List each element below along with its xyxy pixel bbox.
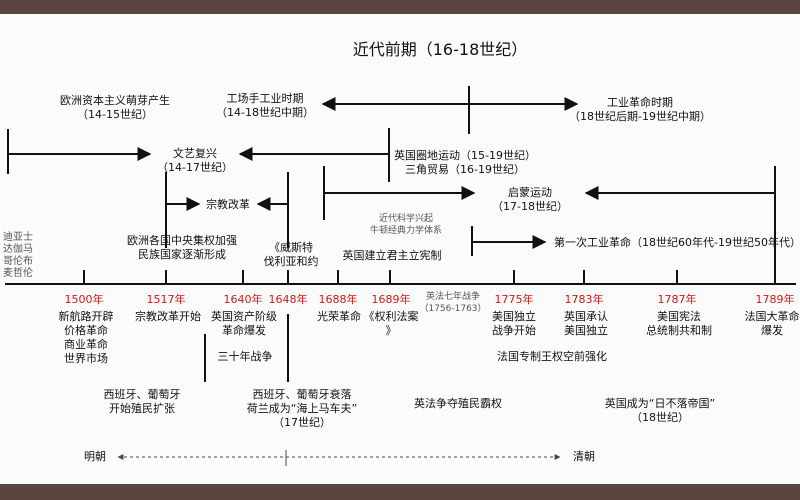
explorer-magellan: 麦哲伦 bbox=[3, 268, 33, 279]
industrial-period-label: 工业革命时期 bbox=[607, 96, 673, 109]
manual-workshop-label: 工场手工业时期 bbox=[226, 92, 304, 105]
enlightenment-range: （17-18世纪） bbox=[492, 200, 568, 213]
year-1500: 1500年 bbox=[64, 293, 104, 306]
reformation-label: 宗教改革 bbox=[206, 198, 250, 211]
event-world-market: 世界市场 bbox=[64, 352, 108, 365]
renaissance-range: （14-17世纪） bbox=[157, 161, 233, 174]
renaissance-label: 文艺复兴 bbox=[173, 147, 217, 160]
event-britain-recognizes-2: 美国独立 bbox=[564, 324, 608, 337]
year-1688: 1688年 bbox=[318, 293, 358, 306]
explorer-columbus: 哥伦布 bbox=[3, 256, 33, 267]
industrial-period-range: （18世纪后期-19世纪中期） bbox=[569, 110, 711, 123]
westphalia-line-1: 《威斯特 bbox=[269, 241, 313, 254]
centralization-line-2: 民族国家逐渐形成 bbox=[138, 248, 226, 261]
first-industrial-rev-label: 第一次工业革命（18世纪60年代-19世纪50年代） bbox=[554, 236, 800, 249]
event-english-revolution-1: 英国资产阶级 bbox=[211, 310, 277, 323]
capitalism-sprouts-label: 欧洲资本主义萌芽产生 bbox=[60, 94, 170, 107]
year-1640: 1640年 bbox=[223, 293, 263, 306]
event-bill-of-rights-close: 》 bbox=[385, 324, 397, 337]
french-absolutism-label: 法国专制王权空前强化 bbox=[497, 350, 607, 363]
event-us-independence-war-2: 战争开始 bbox=[492, 324, 536, 337]
event-us-constitution-2: 总统制共和制 bbox=[646, 324, 712, 337]
explorer-dias: 迪亚士 bbox=[3, 232, 33, 243]
thirty-years-war-label: 三十年战争 bbox=[217, 350, 273, 363]
spain-portugal-decline-1: 西班牙、葡萄牙衰落 bbox=[252, 388, 352, 401]
spain-portugal-decline-2: 荷兰成为“海上马车夫” bbox=[246, 402, 358, 415]
year-1775: 1775年 bbox=[494, 293, 534, 306]
event-reformation-start: 宗教改革开始 bbox=[135, 310, 201, 323]
year-1787: 1787年 bbox=[657, 293, 697, 306]
spain-portugal-expand-1: 西班牙、葡萄牙 bbox=[103, 388, 181, 401]
spain-portugal-decline-3: （17世纪） bbox=[273, 416, 331, 429]
british-empire-label: 英国成为“日不落帝国” bbox=[604, 397, 716, 410]
enclosure-label: 英国圈地运动（15-19世纪） bbox=[394, 149, 536, 162]
centralization-line-1: 欧洲各国中央集权加强 bbox=[127, 234, 237, 247]
event-commercial-revolution: 商业革命 bbox=[64, 338, 108, 351]
event-us-independence-war-1: 美国独立 bbox=[492, 310, 536, 323]
british-empire-range: （18世纪） bbox=[631, 411, 689, 424]
explorer-da-gama: 达伽马 bbox=[3, 244, 33, 255]
manual-workshop-range: （14-18世纪中期） bbox=[216, 106, 314, 119]
event-us-constitution-1: 美国宪法 bbox=[657, 310, 701, 323]
event-english-revolution-2: 革命爆发 bbox=[222, 324, 266, 337]
science-line-1: 近代科学兴起 bbox=[378, 214, 434, 224]
triangular-trade-label: 三角贸易（16-19世纪） bbox=[405, 163, 525, 176]
event-price-revolution: 价格革命 bbox=[64, 324, 108, 337]
constitutional-monarchy-label: 英国建立君主立宪制 bbox=[342, 249, 442, 262]
event-bill-of-rights: 《权利法案 bbox=[363, 310, 419, 323]
spain-portugal-expand-2: 开始殖民扩张 bbox=[109, 402, 175, 415]
event-french-revolution-2: 爆发 bbox=[761, 324, 783, 337]
timeline-lines bbox=[5, 86, 796, 466]
seven-years-war-label: 英法七年战争 bbox=[425, 292, 481, 302]
timeline-slide: 近代前期（16-18世纪） 欧洲资本主义萌芽产生 （14-15世纪） 工场手工业… bbox=[0, 14, 800, 484]
event-new-routes: 新航路开辟 bbox=[58, 310, 114, 323]
year-1689: 1689年 bbox=[371, 293, 411, 306]
anglo-french-rivalry-label: 英法争夺殖民霸权 bbox=[414, 397, 502, 410]
page-title: 近代前期（16-18世纪） bbox=[352, 40, 528, 59]
year-1789: 1789年 bbox=[755, 293, 795, 306]
event-britain-recognizes-1: 英国承认 bbox=[564, 310, 608, 323]
year-1517: 1517年 bbox=[146, 293, 186, 306]
enlightenment-label: 启蒙运动 bbox=[508, 186, 552, 199]
event-glorious-revolution: 光荣革命 bbox=[317, 310, 361, 323]
science-line-2: 牛顿经典力学体系 bbox=[369, 226, 443, 236]
dynasty-qing: 清朝 bbox=[573, 450, 595, 463]
westphalia-line-2: 伐利亚和约 bbox=[263, 255, 319, 268]
year-1648: 1648年 bbox=[268, 293, 308, 306]
seven-years-war-range: （1756-1763） bbox=[419, 304, 487, 314]
year-1783: 1783年 bbox=[564, 293, 604, 306]
capitalism-sprouts-range: （14-15世纪） bbox=[77, 108, 153, 121]
event-french-revolution-1: 法国大革命 bbox=[744, 310, 800, 323]
dynasty-ming: 明朝 bbox=[84, 450, 106, 463]
